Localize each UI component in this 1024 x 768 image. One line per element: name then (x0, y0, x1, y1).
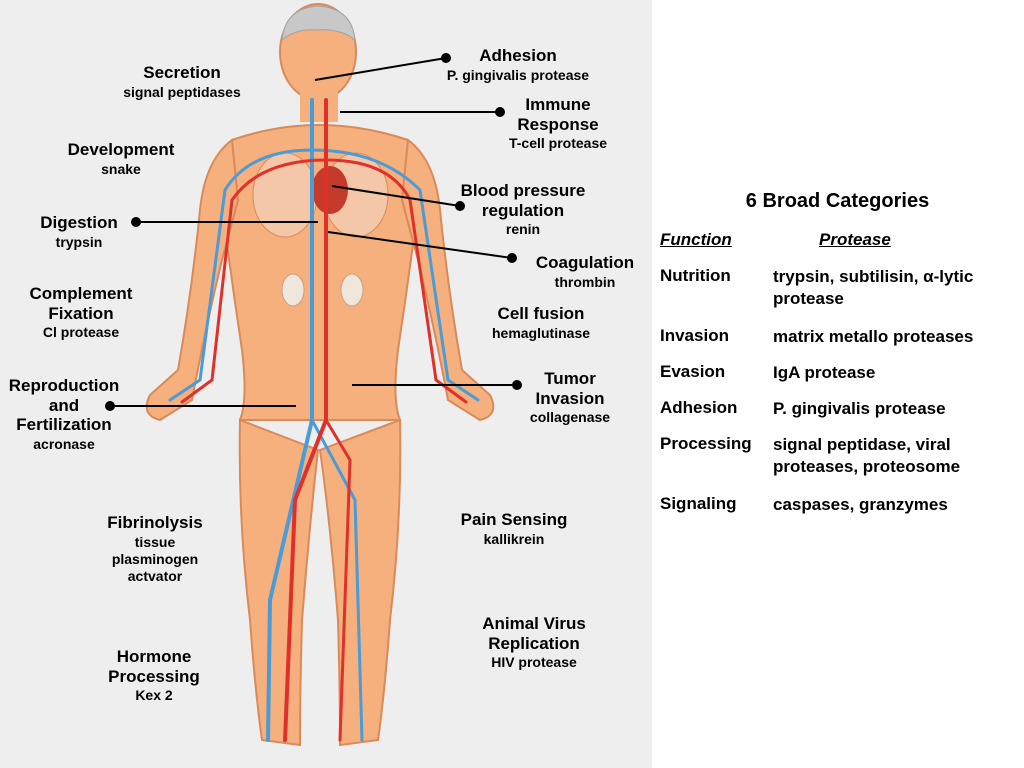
categories-title: 6 Broad Categories (745, 190, 930, 212)
label-title: Secretion (143, 63, 221, 82)
label-animal-virus: Animal Virus Replication HIV protease (458, 614, 610, 670)
label-coagulation: Coagulation thrombin (520, 253, 650, 290)
label-sub: P. gingivalis protease (446, 66, 590, 83)
label-title: Immune (525, 95, 591, 114)
row-function: Invasion (660, 326, 729, 345)
label-complement: Complement Fixation Cl protease (6, 284, 156, 340)
label-cell-fusion: Cell fusion hemaglutinase (466, 304, 616, 341)
label-title: Reproduction (8, 376, 120, 395)
label-title: Animal Virus (482, 614, 586, 633)
label-title: Processing (108, 666, 200, 686)
label-title: regulation (481, 200, 565, 220)
label-title: Complement (29, 284, 133, 303)
label-secretion: Secretion signal peptidases (92, 63, 272, 100)
label-sub: snake (101, 160, 141, 177)
blood-vessels (168, 98, 480, 742)
row-function: Signaling (660, 494, 737, 513)
label-fibrinolysis: Fibrinolysis tissue plasminogen actvator (80, 513, 230, 584)
label-sub: plasminogen (111, 550, 199, 567)
row-function: Nutrition (660, 266, 731, 285)
label-development: Development snake (40, 140, 202, 177)
header-function: Function (660, 230, 732, 249)
label-title: Adhesion (479, 46, 557, 65)
label-title: Pain Sensing (460, 510, 568, 529)
row-protease: trypsin, subtilisin, α-lytic protease (773, 267, 974, 309)
row-protease: signal peptidase, viral proteases, prote… (773, 435, 961, 477)
label-sub: tissue (134, 533, 176, 550)
label-sub: hemaglutinase (491, 324, 591, 341)
leader-lines (105, 53, 522, 411)
label-sub: T-cell protease (508, 135, 608, 152)
label-reproduction: Reproduction and Fertilization acronase (0, 376, 128, 452)
label-title: Digestion (40, 213, 118, 232)
row-protease: P. gingivalis protease (773, 399, 946, 418)
label-sub: HIV protease (491, 654, 577, 671)
label-title: Hormone (116, 647, 192, 666)
label-tumor-invasion: Tumor Invasion collagenase (500, 369, 640, 425)
label-sub: thrombin (554, 273, 616, 290)
label-hormone-processing: Hormone Processing Kex 2 (84, 647, 224, 703)
label-title: Fibrinolysis (107, 513, 203, 532)
label-title: Cell fusion (497, 304, 585, 323)
row-protease: IgA protease (773, 363, 876, 382)
label-title: Tumor (544, 369, 596, 388)
row-function: Evasion (660, 362, 726, 381)
label-sub: trypsin (55, 233, 103, 250)
label-pain-sensing: Pain Sensing kallikrein (440, 510, 588, 547)
label-sub: acronase (33, 435, 95, 452)
label-adhesion: Adhesion P. gingivalis protease (420, 46, 616, 83)
label-immune-response: Immune Response T-cell protease (490, 95, 626, 151)
label-sub: signal peptidases (123, 83, 241, 100)
row-function: Adhesion (660, 398, 738, 417)
label-sub: renin (505, 221, 541, 238)
label-sub: kallikrein (483, 530, 545, 547)
label-title: Fixation (48, 303, 114, 323)
label-title: Development (67, 140, 175, 159)
label-title: Invasion (535, 388, 605, 408)
label-blood-pressure: Blood pressure regulation renin (440, 181, 606, 237)
human-body-illustration (105, 3, 522, 747)
body-silhouette (145, 3, 495, 747)
label-title: Coagulation (535, 253, 635, 272)
label-title: and (48, 395, 80, 415)
row-protease: caspases, granzymes (773, 495, 948, 514)
label-title: Replication (488, 633, 580, 653)
row-function: Processing (660, 434, 752, 453)
label-title: Blood pressure (460, 181, 586, 200)
label-sub: actvator (127, 567, 183, 584)
row-protease: matrix metallo proteases (773, 327, 974, 346)
header-protease: Protease (819, 230, 891, 249)
label-digestion: Digestion trypsin (18, 213, 140, 250)
label-sub: Cl protease (42, 324, 120, 341)
label-sub: collagenase (529, 409, 611, 426)
label-sub: Kex 2 (135, 687, 173, 704)
label-title: Fertilization (16, 415, 112, 435)
label-title: Response (517, 114, 599, 134)
